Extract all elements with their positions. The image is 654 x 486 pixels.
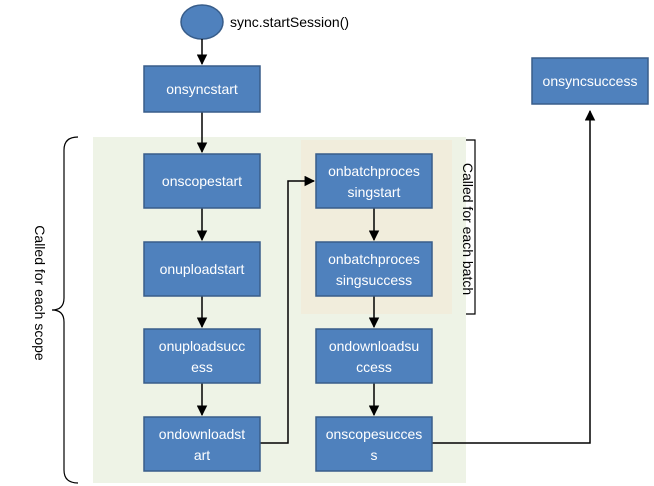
node-ondownloadstart: ondownloadst art bbox=[143, 416, 261, 472]
batch-bracket bbox=[466, 139, 476, 315]
node-onscopesuccess: onscopesucces s bbox=[315, 416, 433, 472]
node-label-line1: onbatchproces bbox=[328, 163, 420, 179]
node-label: onsyncsuccess bbox=[543, 73, 638, 89]
arrow-ondownloadstart-to-onbatchprocessingstart bbox=[260, 175, 316, 444]
node-label-line2: ccess bbox=[356, 359, 392, 375]
arrow-onscopesuccess-to-onsyncsuccess bbox=[432, 109, 596, 444]
node-label-line1: ondownloadsu bbox=[329, 338, 419, 354]
scope-annotation: Called for each scope bbox=[32, 225, 48, 361]
node-onscopestart: onscopestart bbox=[143, 153, 261, 209]
node-label: onscopestart bbox=[162, 173, 242, 189]
node-onuploadstart: onuploadstart bbox=[143, 241, 261, 297]
batch-annotation: Called for each batch bbox=[460, 163, 476, 295]
node-onsyncsuccess: onsyncsuccess bbox=[531, 57, 649, 105]
node-onuploadsuccess: onuploadsucc ess bbox=[143, 328, 261, 384]
node-label-line2: s bbox=[371, 447, 378, 463]
start-node bbox=[180, 4, 224, 40]
node-onbatchprocessingstart: onbatchproces singstart bbox=[315, 153, 433, 209]
node-label: onuploadstart bbox=[160, 261, 245, 277]
node-label-line2: art bbox=[194, 447, 210, 463]
node-onbatchprocessingsuccess: onbatchproces singsuccess bbox=[315, 241, 433, 297]
connectors bbox=[196, 39, 596, 444]
node-label-line1: onscopesucces bbox=[326, 426, 423, 442]
node-label-line1: onbatchproces bbox=[328, 251, 420, 267]
scope-brace bbox=[51, 136, 79, 484]
start-label: sync.startSession() bbox=[230, 14, 349, 30]
node-label-line2: ess bbox=[191, 359, 213, 375]
node-label-line1: ondownloadst bbox=[159, 426, 246, 442]
node-ondownloadsuccess: ondownloadsu ccess bbox=[315, 328, 433, 384]
node-label-line2: singsuccess bbox=[336, 272, 412, 288]
node-onsyncstart: onsyncstart bbox=[143, 65, 261, 113]
node-label: onsyncstart bbox=[166, 81, 238, 97]
node-label-line2: singstart bbox=[348, 184, 401, 200]
node-label-line1: onuploadsucc bbox=[159, 338, 245, 354]
